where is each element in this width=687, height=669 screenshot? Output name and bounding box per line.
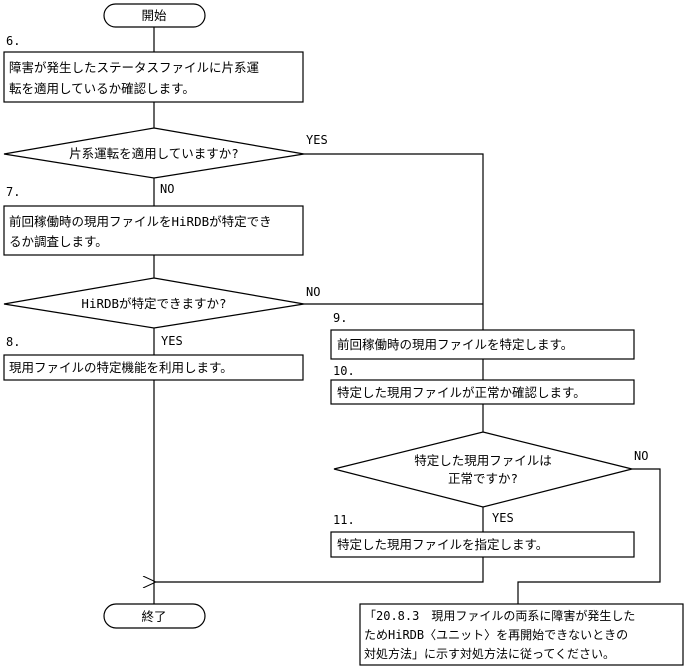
step8-line1: 現用ファイルの特定機能を利用します。 — [9, 360, 233, 375]
start-terminal — [103, 3, 206, 28]
decision1-diamond — [3, 127, 305, 179]
step7-line1: 前回稼働時の現用ファイルをHiRDBが特定でき — [9, 214, 272, 229]
decision2-text: HiRDBが特定できますか? — [81, 296, 226, 311]
step11-line1: 特定した現用ファイルを指定します。 — [337, 537, 548, 552]
step7-number: 7. — [6, 185, 20, 199]
start-terminal-label: 開始 — [141, 8, 167, 23]
step6-number: 6. — [6, 34, 20, 48]
note-box — [359, 603, 684, 666]
connector-step11-merge — [156, 557, 484, 582]
step10-box — [330, 379, 635, 405]
note-line3: 対処方法」に示す対処方法に従ってください。 — [364, 646, 615, 661]
decision1-text: 片系運転を適用していますか? — [69, 146, 239, 161]
step10-line1: 特定した現用ファイルが正常か確認します。 — [337, 385, 586, 400]
end-terminal-label: 終了 — [141, 609, 166, 624]
end-terminal — [103, 603, 206, 629]
decision3-diamond — [333, 431, 633, 508]
step7-line2: るか調査します。 — [9, 234, 108, 249]
step6-line2: 転を適用しているか確認します。 — [9, 81, 195, 96]
decision2-diamond — [3, 277, 305, 329]
step9-number: 9. — [333, 311, 347, 325]
decision3-no-label: NO — [634, 449, 648, 463]
step8-box — [3, 354, 304, 381]
step7-box — [3, 205, 304, 256]
step9-box — [330, 329, 635, 360]
step10-number: 10. — [333, 364, 355, 378]
connector-decision3-no — [517, 468, 661, 604]
decision2-yes-label: YES — [161, 334, 183, 348]
decision1-yes-label: YES — [306, 133, 328, 147]
step9-line1: 前回稼働時の現用ファイルを特定します。 — [337, 337, 573, 352]
connector-decision1-yes — [304, 153, 484, 330]
step6-line1: 障害が発生したステータスファイルに片系運 — [9, 60, 260, 75]
step8-number: 8. — [6, 335, 20, 349]
decision3-yes-label: YES — [492, 511, 514, 525]
decision3-line1: 特定した現用ファイルは — [414, 453, 552, 468]
decision1-no-label: NO — [160, 182, 174, 196]
note-line1: 「20.8.3 現用ファイルの両系に障害が発生した — [364, 608, 635, 623]
step6-box — [3, 51, 304, 103]
decision2-no-label: NO — [306, 285, 320, 299]
step11-number: 11. — [333, 513, 355, 527]
note-line2: ためHiRDB〈ユニット〉を再開始できないときの — [364, 628, 628, 642]
step11-box — [330, 531, 635, 558]
decision3-line2: 正常ですか? — [448, 471, 518, 486]
